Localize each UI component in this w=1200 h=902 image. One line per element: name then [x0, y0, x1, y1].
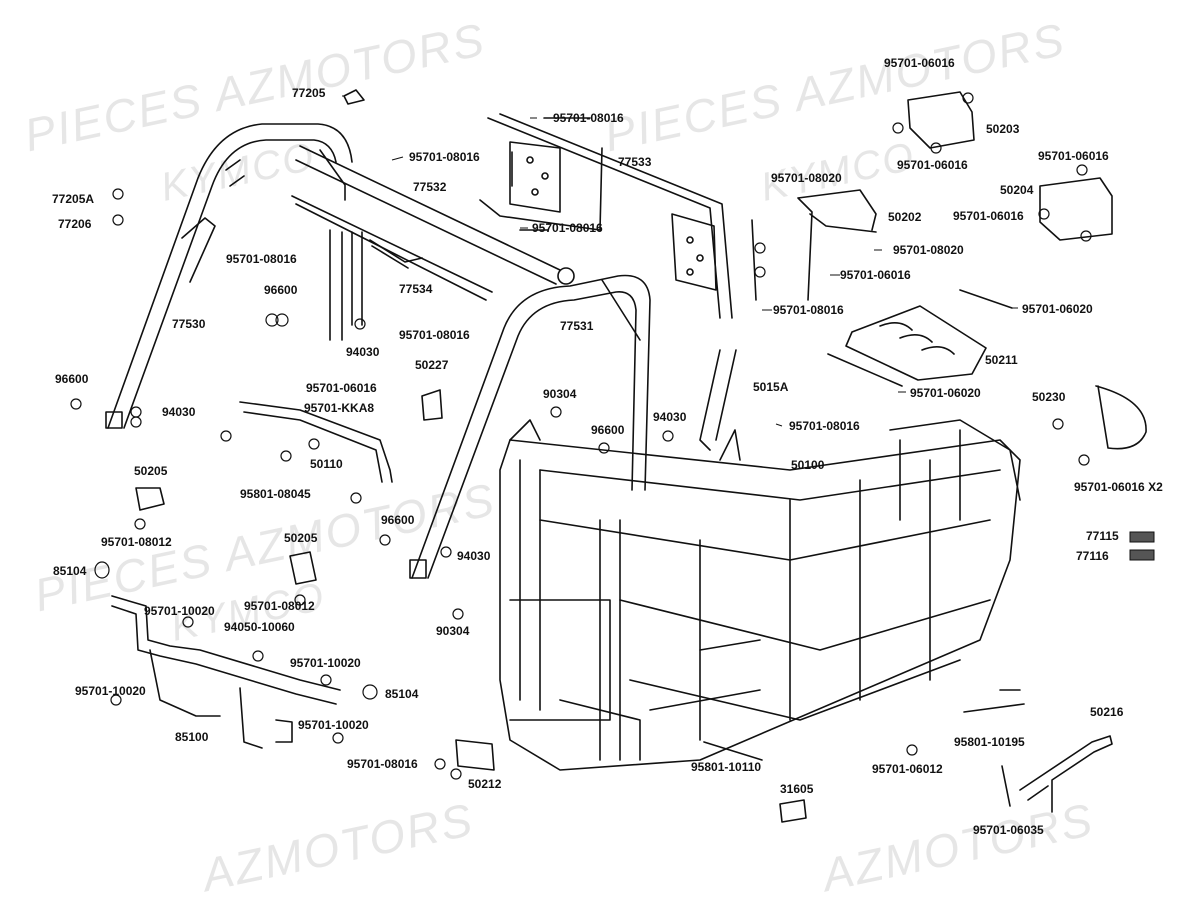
- callout-50211: 50211: [985, 353, 1018, 367]
- bracket-50205-a: [135, 487, 165, 511]
- tie-rod-77534: [291, 195, 493, 341]
- plate-50203: [907, 91, 975, 149]
- callout-95701-10020: 95701-10020: [290, 656, 361, 670]
- callout-94030: 94030: [653, 410, 687, 424]
- callout-77532: 77532: [413, 180, 447, 194]
- callout-95701-06020: 95701-06020: [910, 386, 981, 400]
- callout-90304: 90304: [543, 387, 577, 401]
- callout-94050-10060: 94050-10060: [224, 620, 295, 634]
- callout-95701-08016: 95701-08016: [532, 221, 603, 235]
- roll-bar-77530: [105, 123, 353, 429]
- callout-77531: 77531: [560, 319, 594, 333]
- pad-77115: [1129, 531, 1155, 543]
- callout-96600: 96600: [381, 513, 415, 527]
- callout-95701-08020: 95701-08020: [771, 171, 842, 185]
- ring-85104-b: [362, 684, 378, 700]
- pad-77116: [1129, 549, 1155, 561]
- callout-95701-KKA8: 95701-KKA8: [304, 401, 375, 415]
- callout-95701-06016: 95701-06016: [953, 209, 1024, 223]
- bar-50216: [1019, 735, 1113, 813]
- callout-95701-08016: 95701-08016: [409, 150, 480, 164]
- callout-95701-10020: 95701-10020: [298, 718, 369, 732]
- callout-50204: 50204: [1000, 183, 1034, 197]
- front-bumper-85100: [111, 595, 341, 749]
- callout-50100: 50100: [791, 458, 825, 472]
- callout-96600: 96600: [55, 372, 89, 386]
- callout-50203: 50203: [986, 122, 1020, 136]
- callout-95701-06016-x2: 95701-06016 X2: [1074, 480, 1163, 494]
- callout-77205A: 77205A: [52, 192, 95, 206]
- callout-95701-08012: 95701-08012: [244, 599, 315, 613]
- callout-95701-06020: 95701-06020: [1022, 302, 1093, 316]
- callout-50227: 50227: [415, 358, 449, 372]
- callout-95701-08016: 95701-08016: [347, 757, 418, 771]
- callout-95701-06016: 95701-06016: [306, 381, 377, 395]
- callout-95701-08016: 95701-08016: [553, 111, 624, 125]
- callout-50205: 50205: [284, 531, 318, 545]
- rear-bar-77533: [479, 113, 733, 319]
- callout-95701-08016: 95701-08016: [789, 419, 860, 433]
- callout-50230: 50230: [1032, 390, 1066, 404]
- callout-77115: 77115: [1086, 529, 1119, 543]
- skid-plate-50211: [845, 305, 987, 381]
- roll-bar-77531: [409, 274, 737, 579]
- main-frame-50100: [499, 419, 1021, 771]
- callout-95701-06012: 95701-06012: [872, 762, 943, 776]
- callout-95701-06035: 95701-06035: [973, 823, 1044, 837]
- callout-95701-06016: 95701-06016: [1038, 149, 1109, 163]
- callout-95701-06016: 95701-06016: [897, 158, 968, 172]
- callout-94030: 94030: [162, 405, 196, 419]
- callout-77206: 77206: [58, 217, 92, 231]
- cross-bar-77532: [295, 145, 575, 285]
- callout-77116: 77116: [1076, 549, 1109, 563]
- callout-96600: 96600: [264, 283, 298, 297]
- callout-95701-06016: 95701-06016: [840, 268, 911, 282]
- callout-5015A: 5015A: [753, 380, 789, 394]
- callout-95801-10195: 95801-10195: [954, 735, 1025, 749]
- callout-95701-08020: 95701-08020: [893, 243, 964, 257]
- callout-50110: 50110: [310, 457, 343, 471]
- disc-50230: [1095, 385, 1147, 450]
- callout-95701-08016: 95701-08016: [399, 328, 470, 342]
- callout-96600: 96600: [591, 423, 625, 437]
- callout-95801-08045: 95801-08045: [240, 487, 311, 501]
- callout-50216: 50216: [1090, 705, 1124, 719]
- bracket-50205-b: [289, 551, 317, 585]
- bracket-50212: [455, 739, 495, 771]
- bracket-50202: [797, 189, 877, 301]
- callout-90304: 90304: [436, 624, 470, 638]
- plate-50204: [1039, 177, 1113, 241]
- ring-85104-a: [94, 561, 110, 579]
- callout-95701-08016: 95701-08016: [226, 252, 297, 266]
- callout-77534: 77534: [399, 282, 433, 296]
- callout-85104: 85104: [385, 687, 419, 701]
- callout-50212: 50212: [468, 777, 502, 791]
- callout-95701-06016: 95701-06016: [884, 56, 955, 70]
- callout-95701-10020: 95701-10020: [75, 684, 146, 698]
- callout-95701-08012: 95701-08012: [101, 535, 172, 549]
- bracket-50227: [421, 389, 443, 421]
- tag-31605: [779, 799, 807, 823]
- callout-50205: 50205: [134, 464, 168, 478]
- callout-95801-10110: 95801-10110: [691, 760, 762, 774]
- rail-50110: [239, 401, 393, 483]
- callout-85100: 85100: [175, 730, 209, 744]
- callout-77533: 77533: [618, 155, 652, 169]
- callout-85104: 85104: [53, 564, 87, 578]
- callout-94030: 94030: [346, 345, 380, 359]
- cap-77205: [343, 89, 365, 105]
- callout-31605: 31605: [780, 782, 814, 796]
- callout-77205: 77205: [292, 86, 326, 100]
- callout-50202: 50202: [888, 210, 922, 224]
- callout-77530: 77530: [172, 317, 206, 331]
- callout-95701-10020: 95701-10020: [144, 604, 215, 618]
- callout-94030: 94030: [457, 549, 491, 563]
- callout-95701-08016: 95701-08016: [773, 303, 844, 317]
